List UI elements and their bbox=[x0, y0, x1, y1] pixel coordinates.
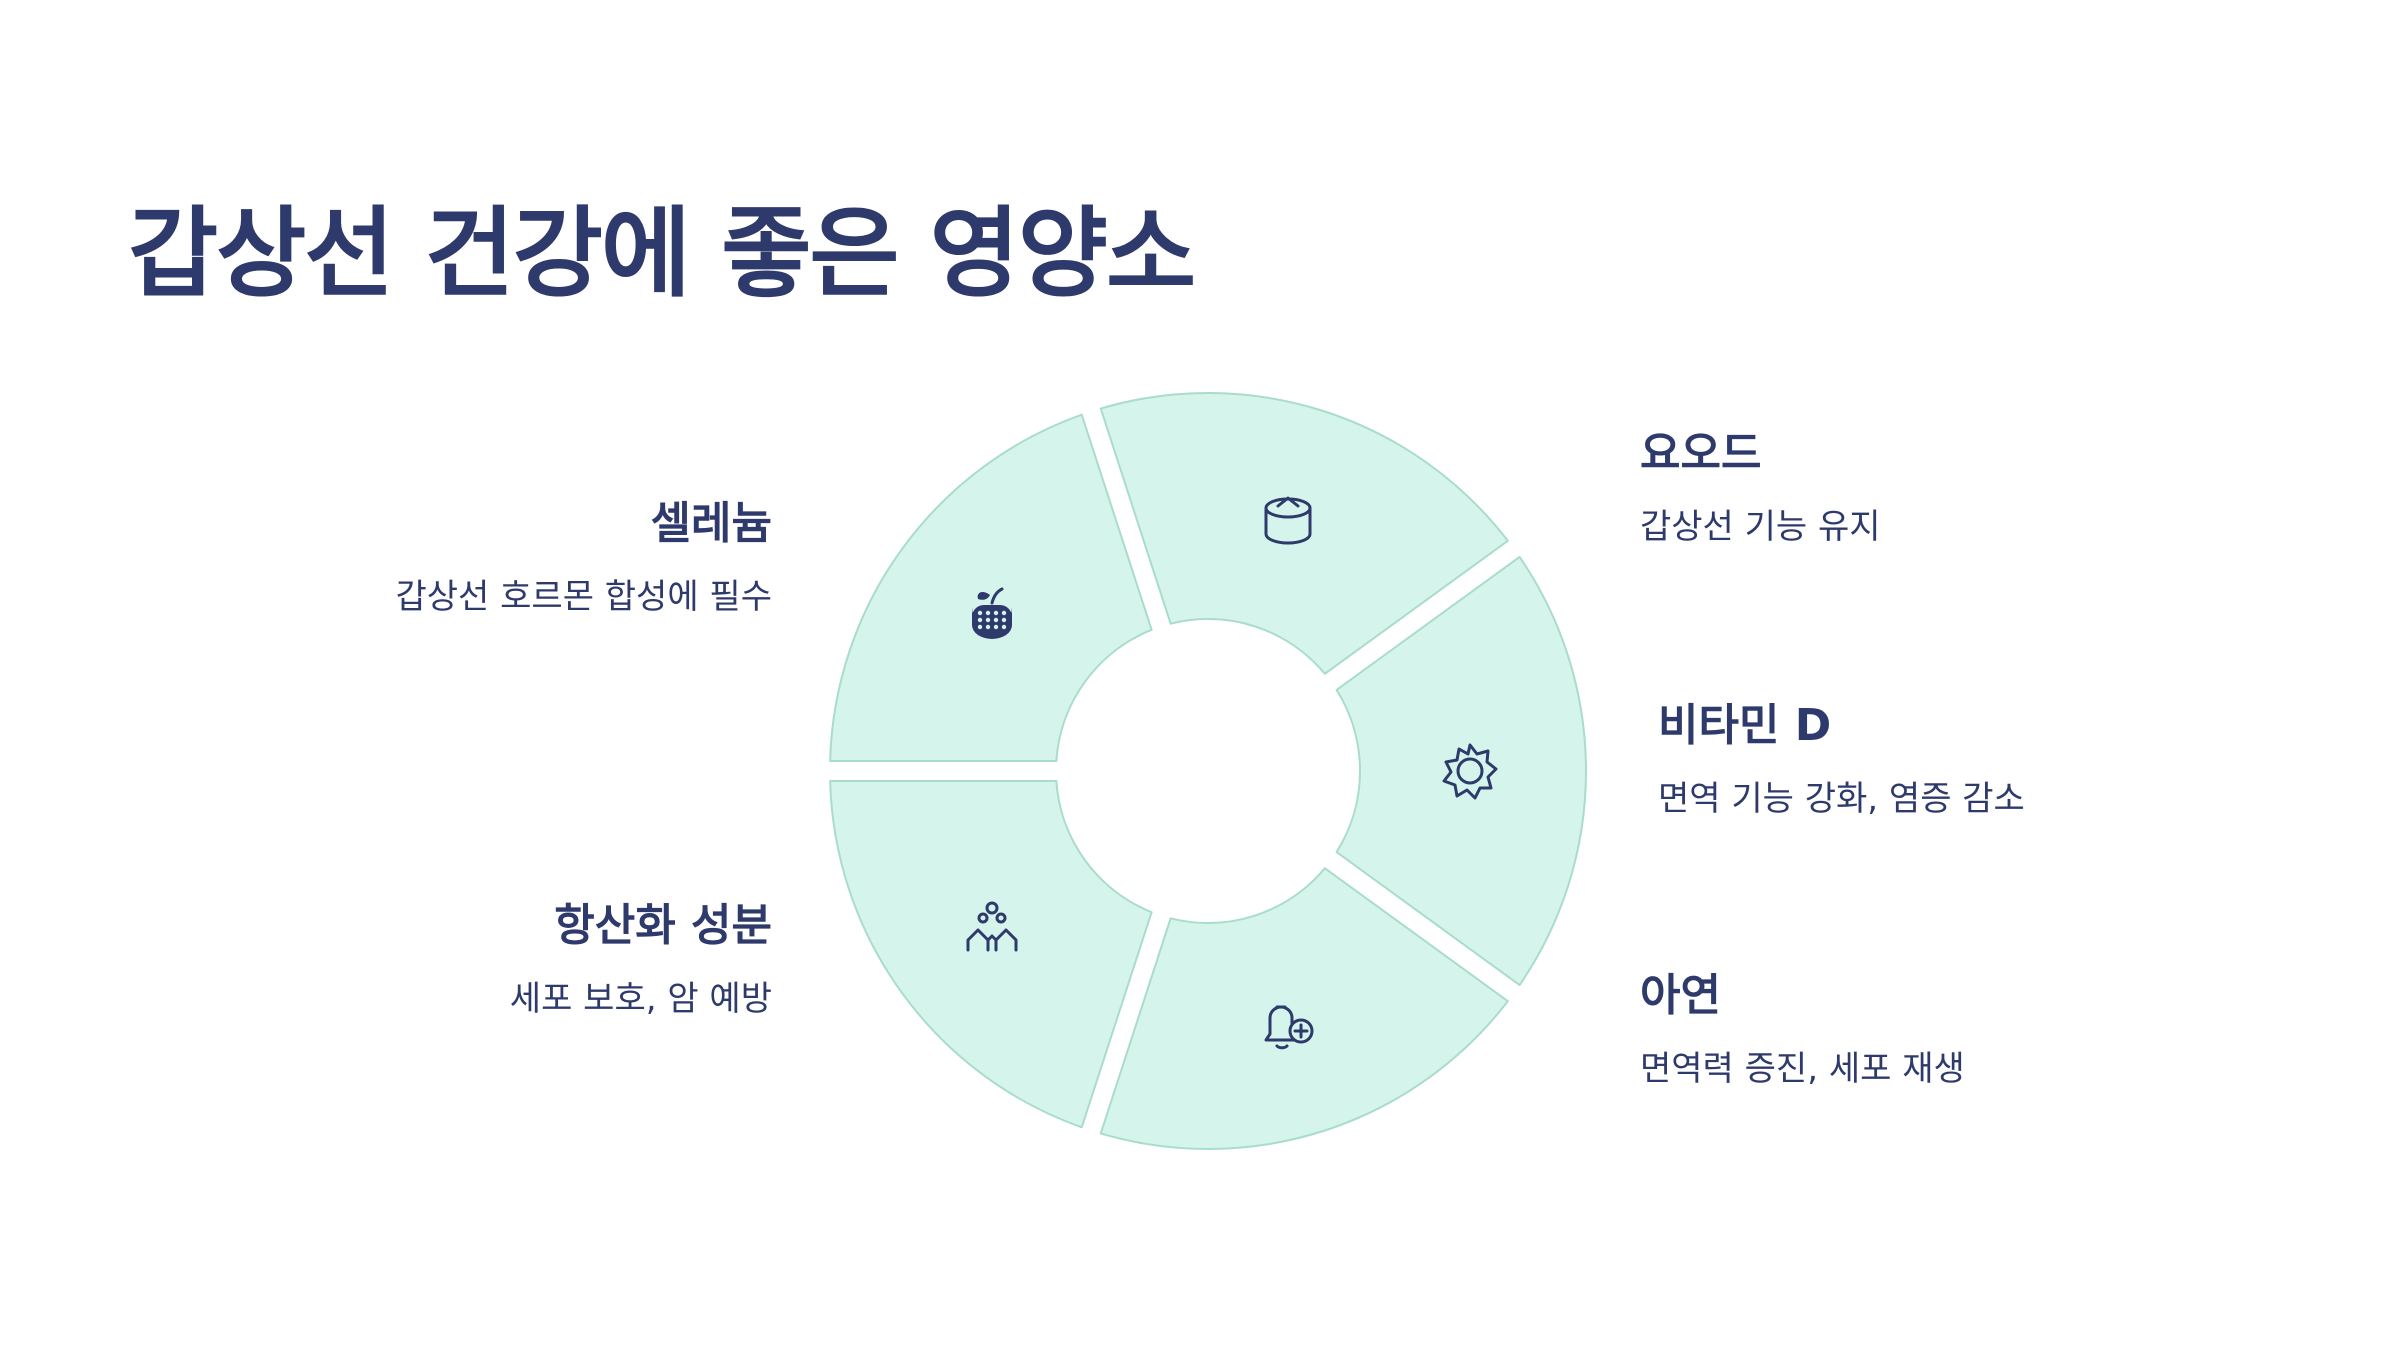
people-icon bbox=[966, 901, 1018, 952]
segment-selenium bbox=[829, 413, 1153, 763]
database-icon bbox=[1264, 496, 1312, 545]
nutrient-desc: 갑상선 기능 유지 bbox=[1640, 506, 1881, 547]
nutrient-desc: 면역력 증진, 세포 재생 bbox=[1640, 1048, 1965, 1089]
segment-antioxidants bbox=[829, 779, 1153, 1129]
bell-plus-icon bbox=[1264, 1005, 1314, 1050]
nutrient-name: 요오드 bbox=[1640, 428, 1762, 479]
nutrient-name: 비타민 D bbox=[1658, 700, 1832, 751]
nutrient-name: 아연 bbox=[1640, 970, 1721, 1021]
nutrient-label-selenium: 셀레늄 갑상선 호르몬 합성에 필수 bbox=[395, 498, 772, 618]
nutrient-desc: 면역 기능 강화, 염증 감소 bbox=[1658, 778, 2025, 819]
page-title: 갑상선 건강에 좋은 영양소 bbox=[128, 197, 1196, 311]
nutrient-name: 셀레늄 bbox=[650, 498, 772, 549]
apple-icon bbox=[972, 587, 1012, 639]
segment-zinc bbox=[1099, 867, 1509, 1150]
nutrient-label-antioxidants: 항산화 성분 세포 보호, 암 예방 bbox=[510, 900, 772, 1020]
nutrient-desc: 세포 보호, 암 예방 bbox=[509, 978, 772, 1019]
nutrient-label-zinc: 아연 면역력 증진, 세포 재생 bbox=[1640, 970, 1965, 1090]
nutrient-name: 항산화 성분 bbox=[554, 900, 772, 951]
segment-iodine bbox=[1099, 392, 1509, 675]
nutrient-desc: 갑상선 호르몬 합성에 필수 bbox=[395, 576, 772, 617]
sun-icon bbox=[1442, 743, 1498, 800]
nutrient-label-iodine: 요오드 갑상선 기능 유지 bbox=[1640, 428, 1881, 548]
segment-vitamin-d bbox=[1335, 555, 1587, 987]
nutrient-label-vitamin-d: 비타민 D 면역 기능 강화, 염증 감소 bbox=[1658, 700, 2025, 820]
